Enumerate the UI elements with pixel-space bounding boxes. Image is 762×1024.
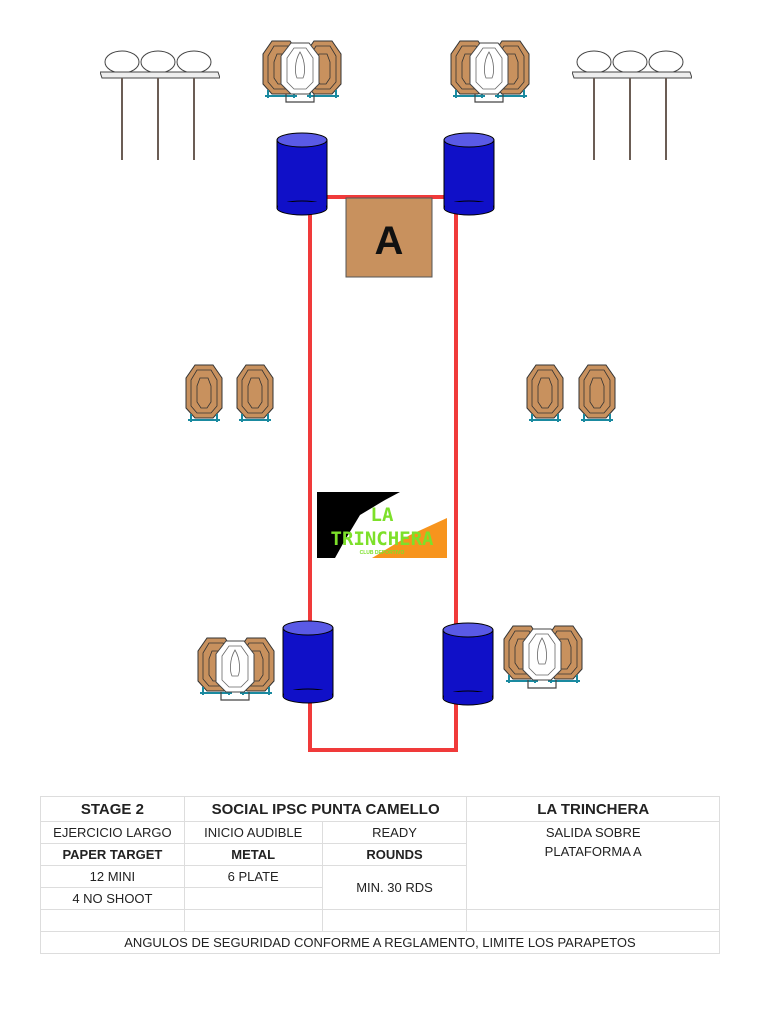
- metal-header: METAL: [183, 843, 323, 866]
- svg-text:CLUB DEPORTIVO: CLUB DEPORTIVO: [360, 550, 405, 556]
- svg-text:TRINCHERA: TRINCHERA: [331, 528, 435, 550]
- rounds-value: MIN. 30 RDS: [321, 865, 468, 910]
- match-name: SOCIAL IPSC PUNTA CAMELLO: [183, 796, 468, 822]
- ready-condition: READY: [321, 821, 468, 844]
- plate-rack-right: [572, 50, 692, 160]
- empty-cell: [321, 909, 468, 932]
- shooting-area-boundary: [308, 195, 458, 752]
- start-box-label: A: [375, 219, 404, 263]
- no-shoot-count: 4 NO SHOOT: [40, 887, 185, 910]
- target-group-bottom-left: [197, 637, 275, 701]
- plate-rack-left: [100, 50, 220, 160]
- rounds-header: ROUNDS: [321, 843, 468, 866]
- empty-cell: [183, 887, 323, 910]
- target-group-bottom-right: [503, 625, 583, 689]
- stage-diagram: A LA TRINCHERA CLUB DEPORTIVO: [100, 40, 692, 752]
- empty-cell: [466, 909, 720, 932]
- start-box-a: A: [345, 197, 433, 278]
- barrel-bottom-right: [442, 622, 494, 706]
- stage-info-table: STAGE 2 SOCIAL IPSC PUNTA CAMELLO LA TRI…: [40, 796, 720, 954]
- metal-count: 6 PLATE: [183, 865, 323, 888]
- empty-cell: [183, 909, 323, 932]
- paper-target-count: 12 MINI: [40, 865, 185, 888]
- target-group-top-left: [262, 40, 342, 103]
- target-pair-left: [185, 364, 274, 423]
- safety-notes: ANGULOS DE SEGURIDAD CONFORME A REGLAMEN…: [40, 931, 720, 954]
- start-position-line-1: SALIDA SOBRE: [466, 821, 720, 844]
- barrel-top-left: [276, 132, 328, 216]
- empty-cell: [40, 909, 185, 932]
- start-position-line-2: PLATAFORMA A: [466, 843, 720, 910]
- club-logo: LA TRINCHERA CLUB DEPORTIVO: [317, 492, 447, 558]
- paper-target-header: PAPER TARGET: [40, 843, 185, 866]
- target-group-top-right: [450, 40, 530, 103]
- exercise-type: EJERCICIO LARGO: [40, 821, 185, 844]
- club-name: LA TRINCHERA: [466, 796, 720, 822]
- barrel-bottom-left: [282, 620, 334, 704]
- barrel-top-right: [443, 132, 495, 216]
- stage-number: STAGE 2: [40, 796, 185, 822]
- start-signal: INICIO AUDIBLE: [183, 821, 323, 844]
- svg-text:LA: LA: [371, 504, 394, 526]
- target-pair-right: [526, 364, 616, 423]
